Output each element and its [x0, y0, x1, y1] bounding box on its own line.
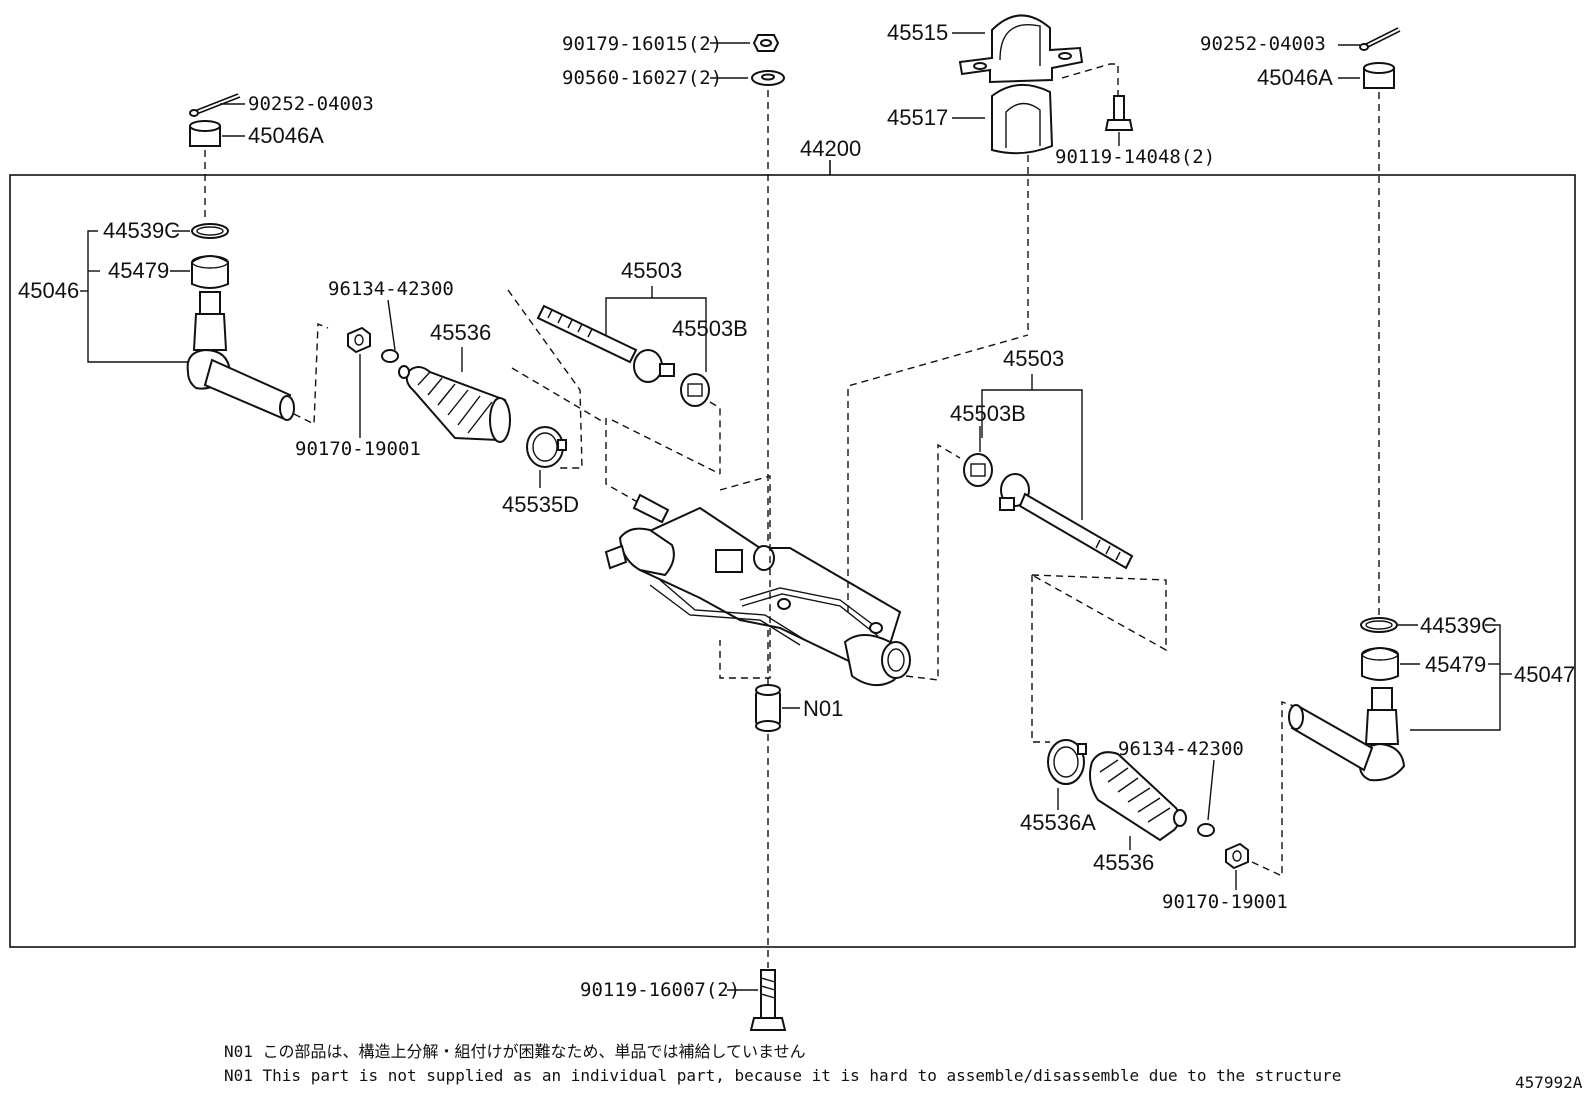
label-44539C-right[interactable]: 44539C: [1420, 613, 1497, 638]
cotter-pin-left-icon: [189, 93, 241, 117]
label-45536-left[interactable]: 45536: [430, 320, 491, 345]
assembly-44200-box: [9, 174, 1576, 948]
label-45517[interactable]: 45517: [887, 105, 948, 130]
tie-rod-end-45046-icon: [186, 291, 295, 421]
ring-44539C-left-icon: [191, 223, 229, 239]
label-45503B-right[interactable]: 45503B: [950, 401, 1026, 426]
bolt-90119-14048-icon: [1104, 95, 1134, 131]
label-45047[interactable]: 45047: [1514, 662, 1575, 687]
label-45479-right[interactable]: 45479: [1425, 652, 1486, 677]
label-45536A[interactable]: 45536A: [1020, 810, 1096, 835]
washer-icon: [751, 70, 785, 86]
bracket-45515-icon: [958, 14, 1084, 84]
lock-washer-45503B-left-icon: [680, 373, 710, 407]
rack-boot-left-icon: [398, 365, 511, 443]
tie-rod-end-45047-icon: [1288, 687, 1406, 782]
inner-tie-rod-left-icon: [536, 304, 675, 383]
label-90119-16007[interactable]: 90119-16007(2): [580, 979, 740, 1001]
label-45503B-left[interactable]: 45503B: [672, 316, 748, 341]
label-45046A-right[interactable]: 45046A: [1257, 65, 1333, 90]
dust-boot-45479-right-icon: [1361, 647, 1399, 681]
note-japanese: N01 この部品は、構造上分解・組付けが困難なため、単品では補給していません: [224, 1042, 806, 1061]
label-45536-right[interactable]: 45536: [1093, 850, 1154, 875]
label-90170-right[interactable]: 90170-19001: [1162, 891, 1288, 913]
label-90179-16015[interactable]: 90179-16015(2): [562, 33, 722, 55]
nut-90170-right-icon: [1225, 842, 1249, 870]
label-45503-right[interactable]: 45503: [1003, 346, 1064, 371]
label-45046A-left[interactable]: 45046A: [248, 123, 324, 148]
label-45503-left[interactable]: 45503: [621, 258, 682, 283]
label-45479-left[interactable]: 45479: [108, 258, 169, 283]
band-45535D-icon: [526, 426, 567, 468]
bolt-90119-16007-icon: [749, 969, 787, 1031]
grommet-N01-icon: [755, 684, 781, 732]
lock-washer-45503B-right-icon: [963, 453, 993, 487]
nut-icon: [752, 34, 780, 52]
label-90252-right[interactable]: 90252-04003: [1200, 33, 1326, 55]
inner-tie-rod-right-icon: [999, 473, 1134, 570]
label-96134-left[interactable]: 96134-42300: [328, 278, 454, 300]
label-N01[interactable]: N01: [803, 696, 843, 721]
label-90119-14048[interactable]: 90119-14048(2): [1055, 146, 1215, 168]
steering-gear-housing-icon: [604, 493, 911, 687]
label-90560-16027[interactable]: 90560-16027(2): [562, 67, 722, 89]
diagram-id: 457992A: [1515, 1073, 1583, 1092]
ring-44539C-right-icon: [1360, 617, 1398, 633]
label-96134-right[interactable]: 96134-42300: [1118, 738, 1244, 760]
label-44539C-left[interactable]: 44539C: [103, 218, 180, 243]
note-english: N01 This part is not supplied as an indi…: [224, 1066, 1341, 1085]
label-45535D[interactable]: 45535D: [502, 492, 579, 517]
label-90252-left[interactable]: 90252-04003: [248, 93, 374, 115]
clamp-96134-right-icon: [1197, 823, 1215, 837]
cotter-pin-icon: [1359, 27, 1401, 51]
rack-boot-right-icon: [1089, 751, 1187, 842]
label-45046[interactable]: 45046: [18, 278, 79, 303]
dust-boot-45479-left-icon: [191, 255, 229, 289]
castle-nut-icon: [1363, 62, 1395, 89]
band-45536A-icon: [1047, 739, 1087, 785]
clamp-96134-left-icon: [381, 349, 399, 363]
label-45515[interactable]: 45515: [887, 20, 948, 45]
label-90170-left[interactable]: 90170-19001: [295, 438, 421, 460]
nut-90170-left-icon: [347, 326, 371, 354]
castle-nut-left-icon: [189, 120, 221, 147]
bushing-45517-icon: [991, 83, 1054, 155]
label-44200[interactable]: 44200: [800, 136, 861, 161]
